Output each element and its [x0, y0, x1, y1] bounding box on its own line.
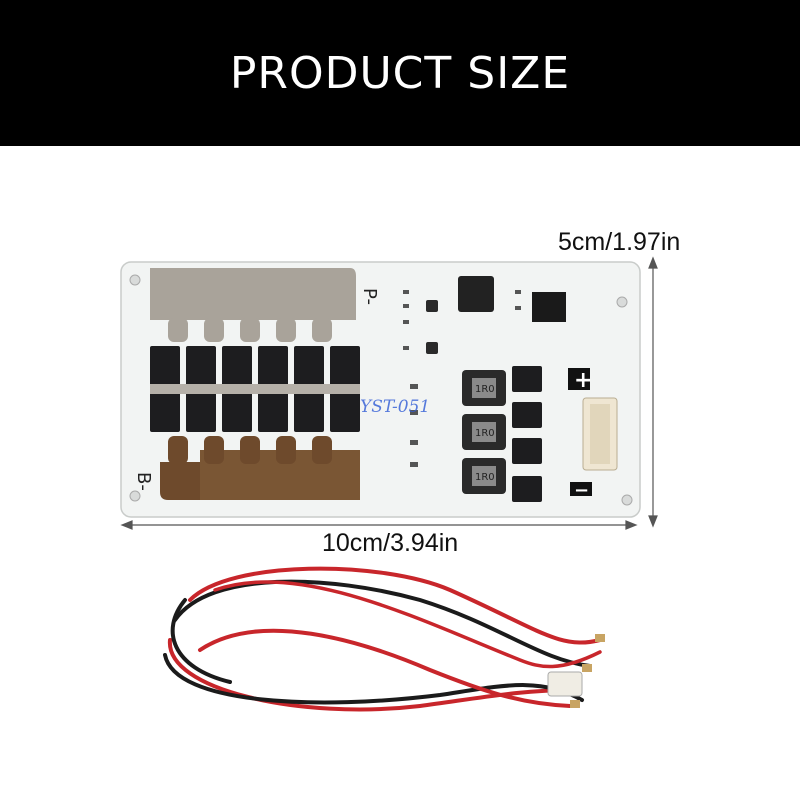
title-banner: PRODUCT SIZE [0, 0, 800, 146]
wire-harness [163, 566, 602, 712]
wire-pin [570, 700, 580, 708]
balance-connector [582, 397, 618, 471]
watermark: YST-051 [360, 397, 430, 417]
wire-pin [582, 664, 592, 672]
inductor-label: 1R0 [475, 384, 495, 395]
banner-title: PRODUCT SIZE [229, 47, 571, 99]
height-dimension-line [648, 256, 658, 528]
inductor-label: 1R0 [475, 472, 495, 483]
plus-marking: + [574, 368, 592, 393]
wire-pin [595, 634, 605, 642]
width-dimension-line [120, 520, 638, 530]
mosfet-array [150, 346, 360, 432]
minus-marking: − [574, 480, 589, 501]
pcb-board [120, 261, 641, 518]
mounting-hole [129, 490, 141, 502]
mounting-hole [621, 494, 633, 506]
mounting-hole [616, 296, 628, 308]
inductor-array [462, 370, 506, 494]
mounting-hole [129, 274, 141, 286]
inductor-label: 1R0 [475, 428, 495, 439]
height-dimension-label: 5cm/1.97in [558, 228, 681, 256]
wire-plug [547, 671, 583, 697]
protection-ic [458, 276, 494, 312]
control-chip [532, 292, 566, 322]
p-terminal-label: P- [359, 288, 380, 305]
b-terminal-label: B- [133, 472, 154, 491]
width-dimension-label: 10cm/3.94in [322, 529, 459, 557]
p-terminal-pad [150, 268, 356, 320]
